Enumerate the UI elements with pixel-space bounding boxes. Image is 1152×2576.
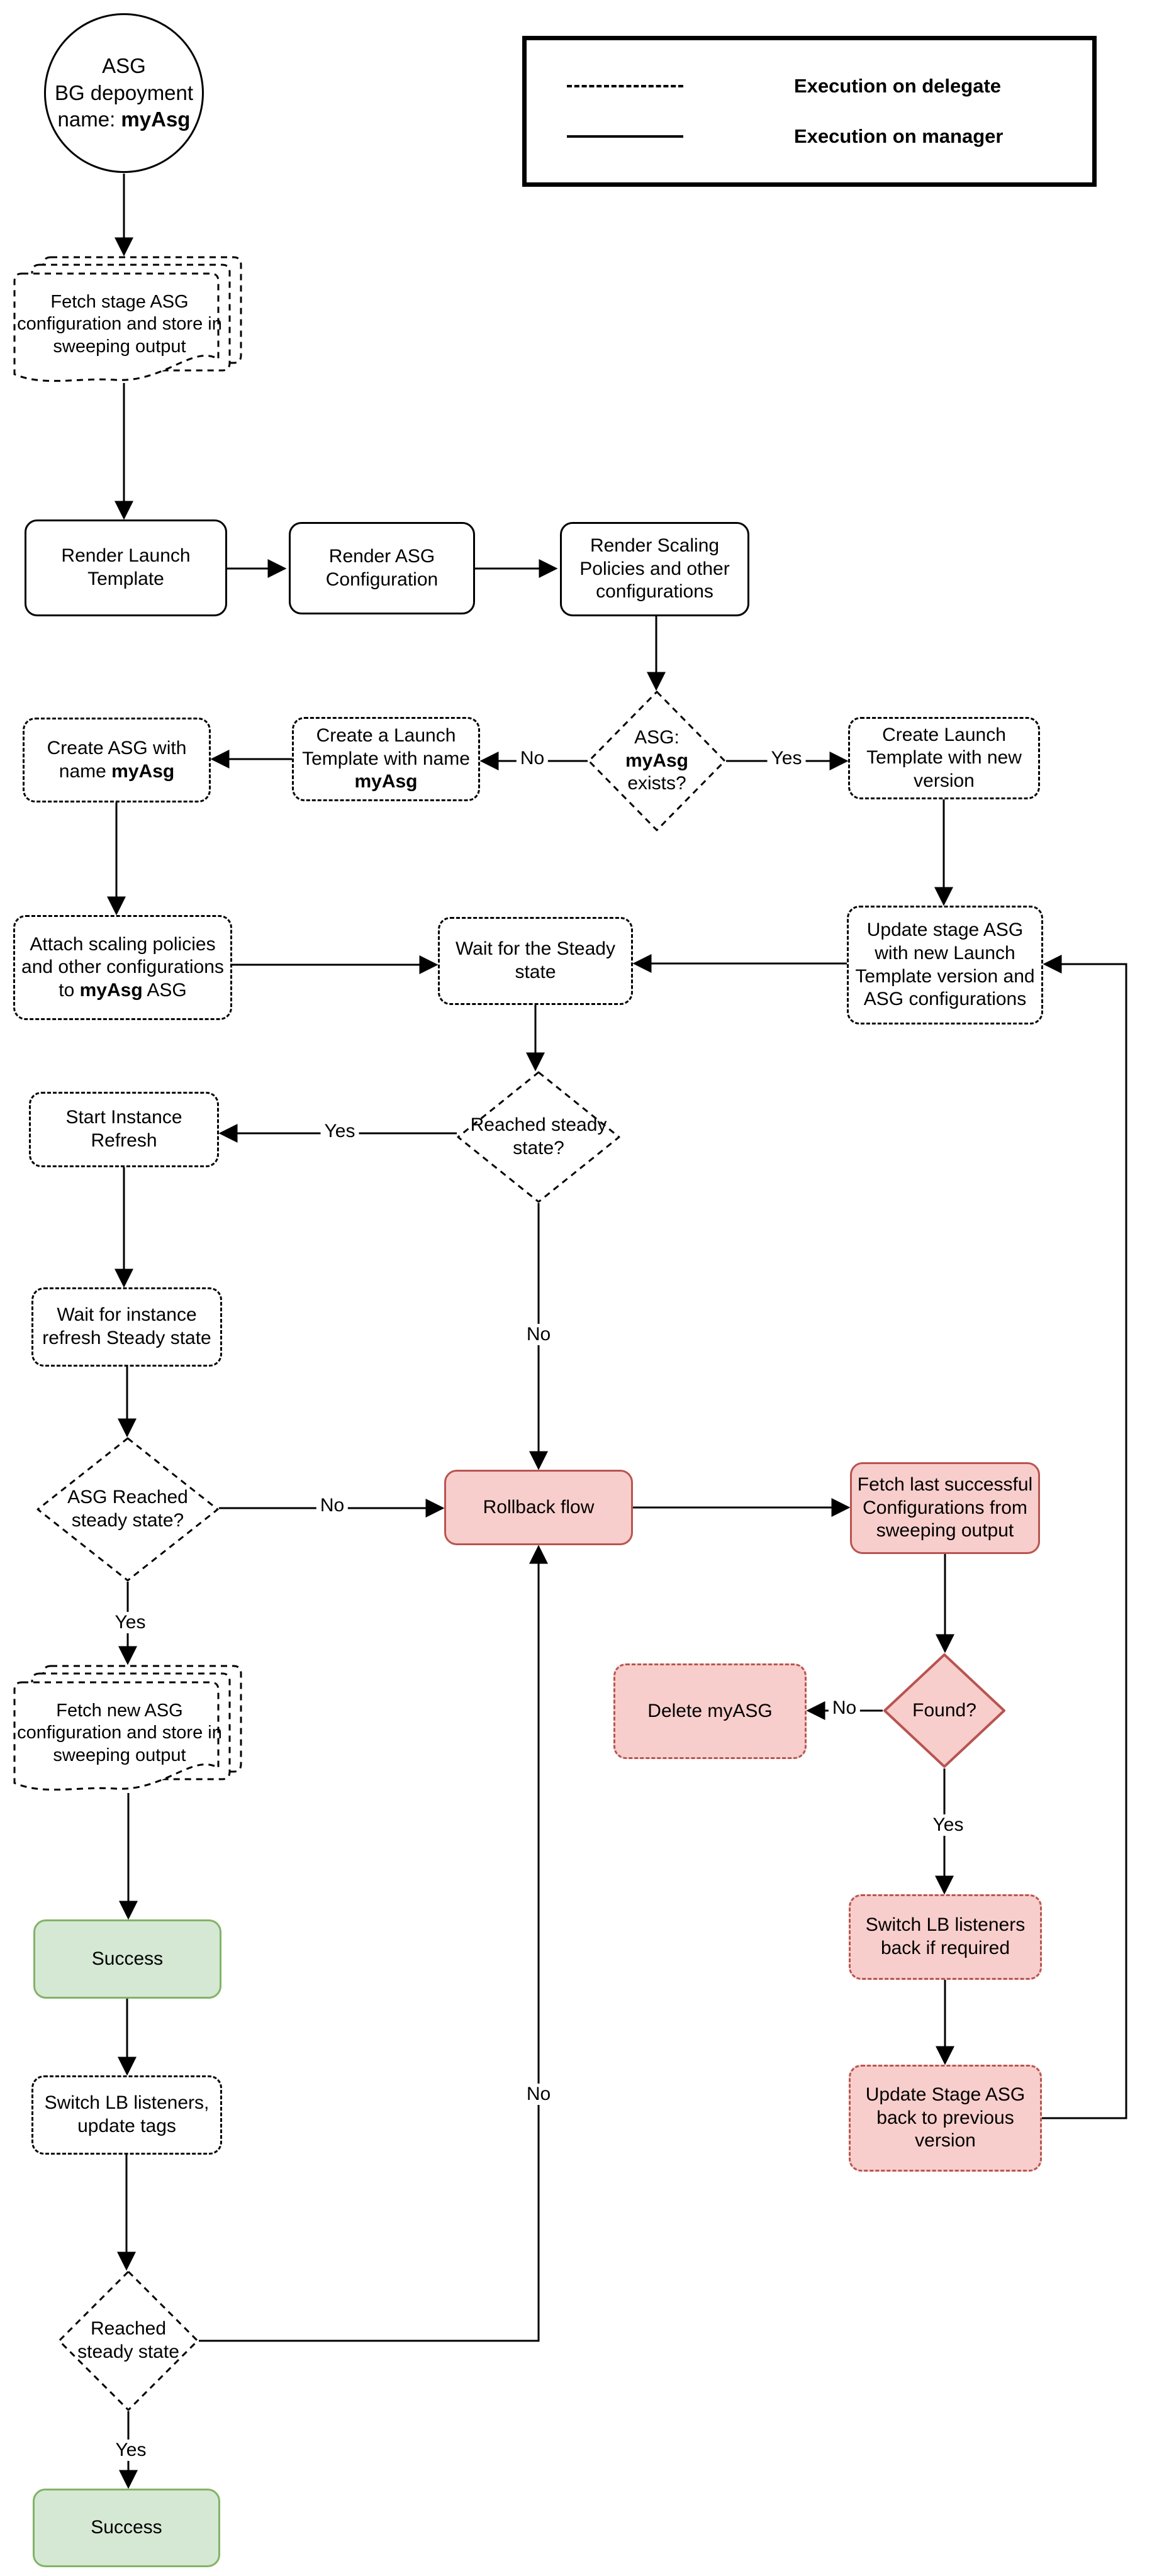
node-found-decision: Found?	[883, 1653, 1006, 1768]
update-stage-back-label: Update Stage ASG back to previous versio…	[865, 2084, 1026, 2151]
node-switch-lb-listeners: Switch LB listeners, update tags	[31, 2075, 222, 2155]
node-start-instance-refresh: Start Instance Refresh	[29, 1092, 219, 1167]
edge-label-exists-yes: Yes	[767, 748, 806, 769]
legend-item-manager: Execution on manager	[567, 125, 1092, 148]
node-attach-scaling-policies: Attach scaling policies and other config…	[13, 915, 232, 1020]
diamond-shape	[883, 1653, 1005, 1768]
legend-label-delegate: Execution on delegate	[794, 75, 1002, 97]
create-asg-label: Create ASG with name myAsg	[47, 737, 187, 782]
diamond-shape	[36, 1437, 219, 1582]
node-success-end: Success	[33, 2489, 220, 2567]
diamond-shape	[58, 2270, 199, 2411]
node-render-asg-configuration: Render ASG Configuration	[289, 522, 475, 614]
node-reached-steady-state-2-decision: Reached steady state	[58, 2270, 199, 2411]
found-label: Found?	[912, 1699, 976, 1721]
edge-reached2-no	[199, 1545, 548, 2342]
reached-steady-state-2-label: Reached steady state	[77, 2318, 179, 2362]
node-create-launch-template-named: Create a Launch Template with name myAsg	[292, 717, 480, 801]
multi-document-shape	[13, 1665, 242, 1791]
node-render-scaling-policies: Render Scaling Policies and other config…	[560, 522, 749, 616]
edge-label-reached1-no: No	[522, 1324, 555, 1345]
multi-document-shape	[13, 256, 242, 382]
attach-scaling-policies-label: Attach scaling policies and other config…	[21, 933, 224, 1001]
create-launch-template-new-version-label: Create Launch Template with new version	[866, 724, 1022, 791]
edge-label-found-no: No	[828, 1697, 861, 1719]
node-fetch-last-configurations: Fetch last successful Configurations fro…	[850, 1462, 1040, 1554]
node-rollback-flow: Rollback flow	[444, 1470, 633, 1545]
diamond-shape	[457, 1071, 620, 1203]
start-instance-refresh-label: Start Instance Refresh	[65, 1107, 182, 1151]
node-update-stage-asg: Update stage ASG with new Launch Templat…	[847, 906, 1043, 1024]
switch-lb-back-label: Switch LB listeners back if required	[865, 1914, 1026, 1958]
asg-reached-steady-label: ASG Reached steady state?	[67, 1487, 188, 1531]
fetch-stage-config-label: Fetch stage ASG configuration and store …	[17, 291, 222, 357]
legend-label-manager: Execution on manager	[794, 125, 1004, 147]
node-fetch-new-config: Fetch new ASG configuration and store in…	[13, 1665, 243, 1793]
node-update-stage-back: Update Stage ASG back to previous versio…	[849, 2065, 1042, 2172]
fetch-new-config-label: Fetch new ASG configuration and store in…	[17, 1700, 222, 1765]
edge-label-reached1-yes: Yes	[320, 1121, 359, 1142]
render-scaling-policies-label: Render Scaling Policies and other config…	[579, 535, 730, 602]
wait-for-steady-state-label: Wait for the Steady state	[455, 938, 615, 982]
dashed-line-sample	[567, 85, 683, 87]
node-success-mid: Success	[33, 1919, 221, 1999]
success-mid-label: Success	[91, 1948, 164, 1969]
node-switch-lb-back: Switch LB listeners back if required	[849, 1894, 1042, 1980]
node-reached-steady-state-1-decision: Reached steady state?	[457, 1071, 620, 1203]
node-wait-instance-refresh: Wait for instance refresh Steady state	[31, 1287, 222, 1367]
node-fetch-stage-config: Fetch stage ASG configuration and store …	[13, 256, 243, 384]
reached-steady-state-1-label: Reached steady state?	[470, 1114, 607, 1158]
fetch-last-configurations-label: Fetch last successful Configurations fro…	[857, 1474, 1033, 1541]
edge-label-found-yes: Yes	[929, 1814, 968, 1836]
node-asg-exists-decision: ASG:myAsg exists?	[588, 691, 726, 831]
diamond-shape	[588, 691, 726, 831]
solid-line-sample	[567, 135, 683, 138]
switch-lb-listeners-label: Switch LB listeners, update tags	[44, 2092, 210, 2136]
edge-label-asgreached-yes: Yes	[111, 1612, 150, 1633]
success-end-label: Success	[91, 2517, 162, 2538]
edge-label-reached2-no: No	[522, 2084, 555, 2105]
node-delete-myasg: Delete myASG	[613, 1663, 807, 1759]
edge-label-asgreached-no: No	[316, 1495, 349, 1516]
node-wait-for-steady-state: Wait for the Steady state	[438, 917, 633, 1005]
edge-updateback-loop	[1042, 955, 1127, 2119]
asg-exists-label: ASG:myAsg exists?	[625, 727, 689, 794]
edge-label-reached2-yes: Yes	[111, 2440, 150, 2461]
render-launch-template-label: Render Launch Template	[61, 545, 191, 589]
node-create-launch-template-new-version: Create Launch Template with new version	[848, 717, 1040, 799]
node-create-asg: Create ASG with name myAsg	[23, 718, 211, 802]
legend: Execution on delegate Execution on manag…	[522, 36, 1097, 187]
rollback-flow-label: Rollback flow	[483, 1496, 595, 1518]
edge-label-exists-no: No	[516, 748, 549, 769]
delete-myasg-label: Delete myASG	[647, 1700, 773, 1721]
create-launch-template-named-label: Create a Launch Template with name myAsg	[302, 725, 470, 792]
update-stage-asg-label: Update stage ASG with new Launch Templat…	[855, 919, 1035, 1010]
legend-item-delegate: Execution on delegate	[567, 75, 1092, 97]
wait-instance-refresh-label: Wait for instance refresh Steady state	[42, 1304, 211, 1348]
render-asg-configuration-label: Render ASG Configuration	[325, 545, 439, 590]
node-render-launch-template: Render Launch Template	[25, 519, 227, 616]
node-asg-reached-steady-decision: ASG Reached steady state?	[36, 1437, 219, 1582]
